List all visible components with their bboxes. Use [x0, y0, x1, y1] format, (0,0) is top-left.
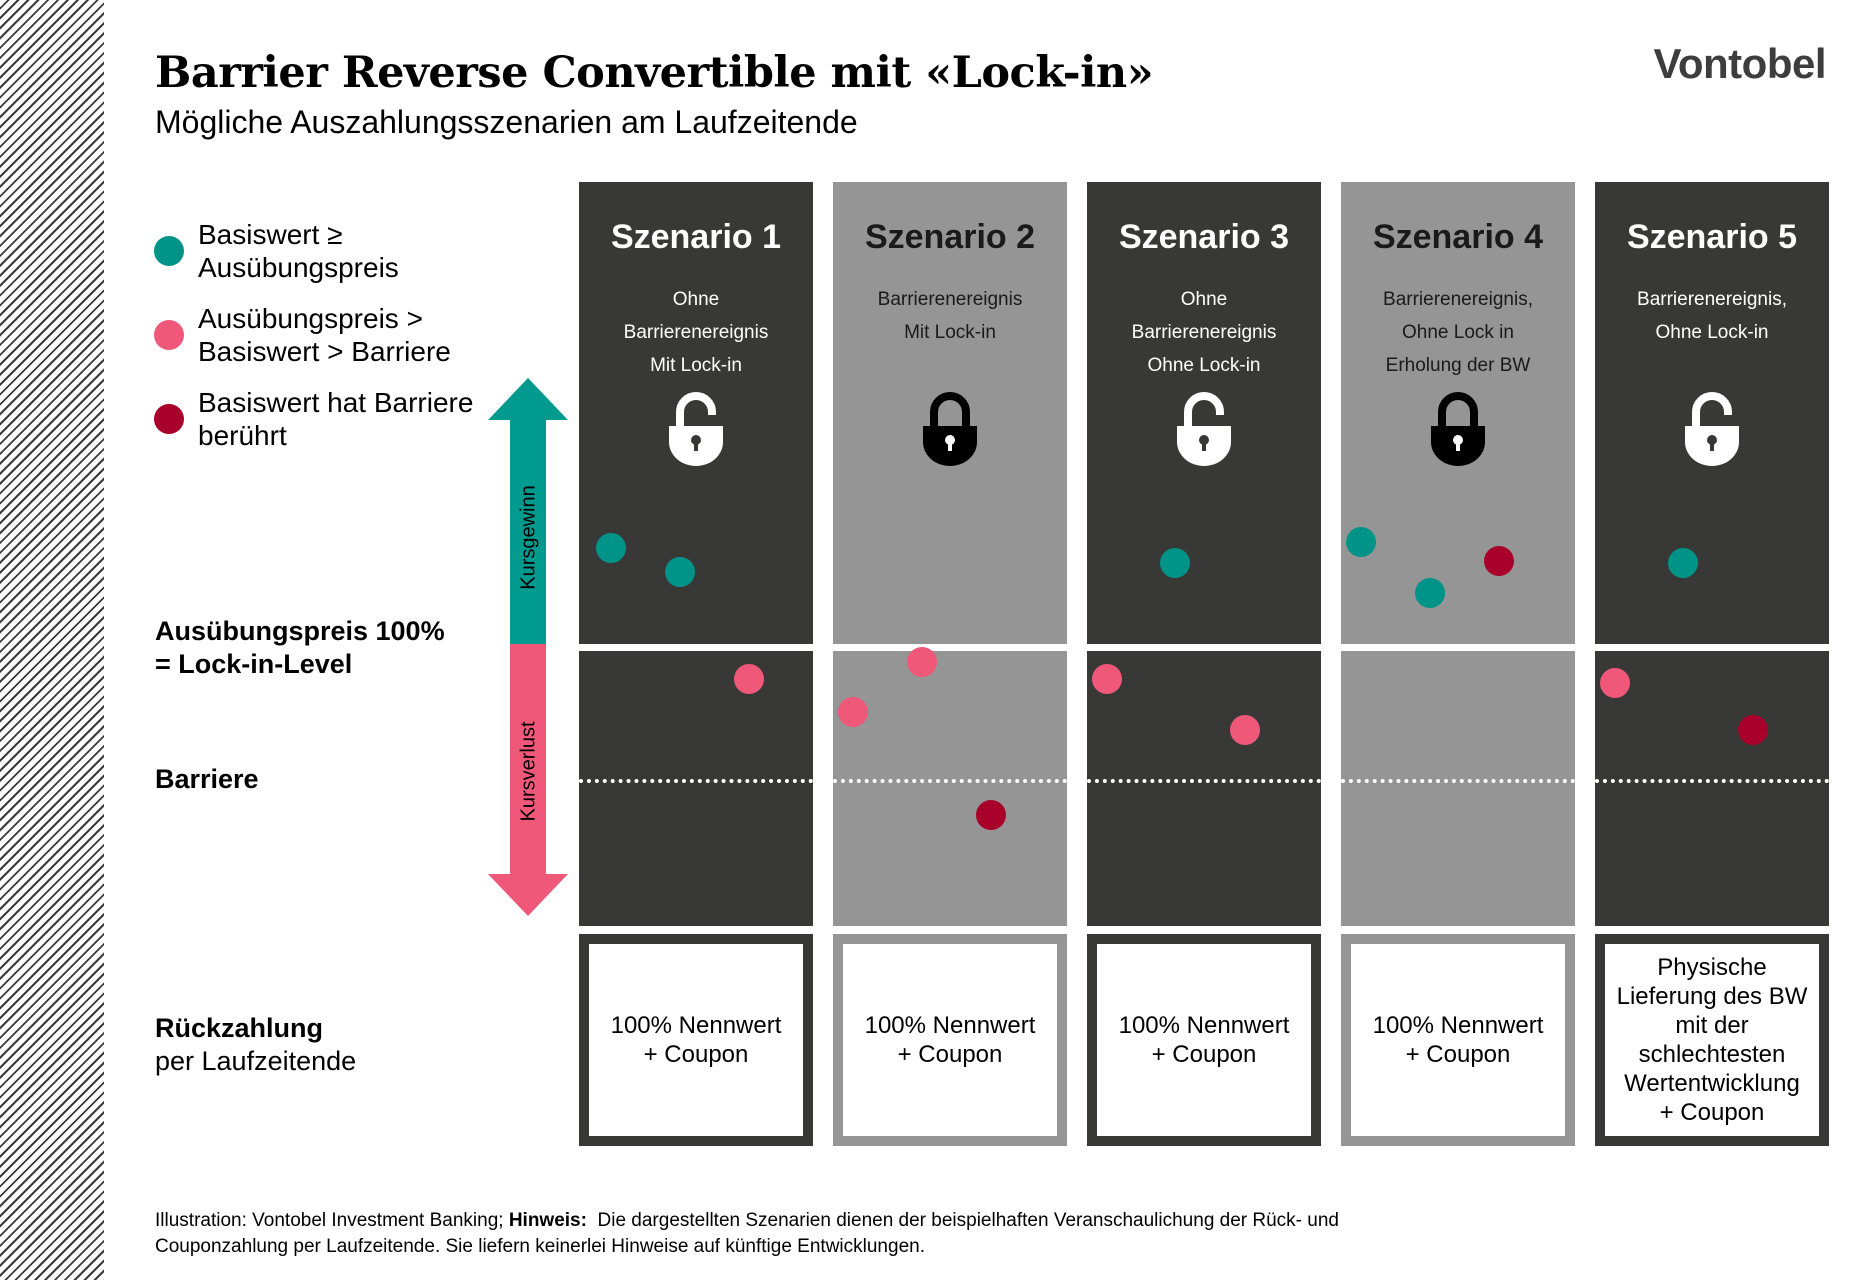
gain-label: Kursgewinn — [517, 485, 540, 590]
legend-dot-pink — [154, 320, 184, 350]
brand-logo: Vontobel — [1653, 40, 1826, 87]
page-title: Barrier Reverse Convertible mit «Lock-in… — [155, 48, 1154, 98]
payout-text: 100% Nennwert + Coupon — [589, 944, 803, 1136]
scenario-lower-panel — [579, 651, 813, 926]
footer-text-line1: Die dargestellten Szenarien dienen der b… — [586, 1210, 1340, 1231]
scenario-title: Szenario 3 — [1118, 218, 1290, 256]
scenario-description: Ohne Barrierenereignis Ohne Lock-in — [1131, 289, 1277, 376]
closed-lock-icon — [921, 390, 979, 471]
footer-prefix: Illustration: Vontobel Investment Bankin… — [155, 1210, 509, 1231]
scenario-dot-teal — [1668, 548, 1698, 578]
barrier-dotted-line — [1087, 779, 1321, 783]
scenario-dot-red — [1484, 546, 1514, 576]
scenario-dot-teal — [1346, 527, 1376, 557]
scenario-dot-pink — [907, 647, 937, 677]
payout-frame: 100% Nennwert + Coupon — [1341, 934, 1575, 1146]
legend-label: berührt — [198, 420, 287, 451]
payout-frame: 100% Nennwert + Coupon — [1087, 934, 1321, 1146]
scenario-dot-red — [1738, 715, 1768, 745]
repayment-label-bold: Rückzahlung — [155, 1013, 324, 1043]
scenario-title: Szenario 1 — [610, 218, 782, 256]
legend-item-above-strike: Basiswert ≥ Ausübungspreis — [154, 218, 498, 284]
barrier-dotted-line — [579, 779, 813, 783]
payout-text: 100% Nennwert + Coupon — [1351, 944, 1565, 1136]
barrier-dotted-line — [1341, 779, 1575, 783]
gain-loss-arrow: Kursgewinn Kursverlust — [488, 378, 568, 923]
scenario-dot-pink — [838, 697, 868, 727]
scenario-title: Szenario 4 — [1372, 218, 1544, 256]
strike-level-label: Ausübungspreis 100% = Lock-in-Level — [155, 615, 445, 681]
scenario-dot-teal — [665, 557, 695, 587]
payout-text: Physische Lieferung des BW mit der schle… — [1605, 944, 1819, 1136]
barrier-dotted-line — [833, 779, 1067, 783]
scenario-lower-panel — [1595, 651, 1829, 926]
legend-item-barrier-touched: Basiswert hat Barriere berührt — [154, 386, 498, 452]
barrier-label: Barriere — [155, 763, 259, 796]
legend-label: Ausübungspreis — [198, 252, 399, 283]
payout-frame: 100% Nennwert + Coupon — [579, 934, 813, 1146]
page-subtitle: Mögliche Auszahlungsszenarien am Laufzei… — [155, 104, 858, 140]
scenario-dot-pink — [1230, 715, 1260, 745]
scenario-dot-pink — [1092, 664, 1122, 694]
legend-dot-teal — [154, 236, 184, 266]
scenario-description: Barrierenereignis Mit Lock-in — [877, 289, 1023, 343]
scenario-dot-pink — [734, 664, 764, 694]
repayment-label-regular: per Laufzeitende — [155, 1046, 357, 1076]
scenario-upper-panel — [1341, 182, 1575, 644]
footer-note: Illustration: Vontobel Investment Bankin… — [155, 1208, 1655, 1260]
payout-frame: 100% Nennwert + Coupon — [833, 934, 1067, 1146]
scenario-upper-panel — [1087, 182, 1321, 644]
scenario-dot-teal — [596, 533, 626, 563]
legend-label: Ausübungspreis > — [198, 303, 423, 334]
scenario-title: Szenario 5 — [1626, 218, 1798, 256]
payout-frame: Physische Lieferung des BW mit der schle… — [1595, 934, 1829, 1146]
strike-label-line1: Ausübungspreis 100% — [155, 616, 445, 646]
legend-label: Basiswert hat Barriere — [198, 387, 474, 418]
double-arrow-icon — [488, 378, 568, 916]
scenario-description: Barrierenereignis, Ohne Lock-in — [1637, 289, 1787, 343]
scenario-upper-panel — [1595, 182, 1829, 644]
loss-label: Kursverlust — [517, 721, 540, 822]
barrier-dotted-line — [1595, 779, 1829, 783]
strike-label-line2: = Lock-in-Level — [155, 649, 353, 679]
repayment-label: Rückzahlung per Laufzeitende — [155, 1012, 356, 1078]
scenario-upper-panel — [833, 182, 1067, 644]
payout-text: 100% Nennwert + Coupon — [843, 944, 1057, 1136]
open-lock-icon — [667, 390, 725, 471]
scenario-description: Barrierenereignis, Ohne Lock in Erholung… — [1383, 289, 1533, 376]
footer-text-line2: Couponzahlung per Laufzeitende. Sie lief… — [155, 1236, 925, 1257]
scenario-dot-teal — [1160, 548, 1190, 578]
scenario-upper-panel — [579, 182, 813, 644]
scenario-lower-panel — [1087, 651, 1321, 926]
closed-lock-icon — [1429, 390, 1487, 471]
legend-item-between-strike-barrier: Ausübungspreis > Basiswert > Barriere — [154, 302, 498, 368]
scenario-description: Ohne Barrierenereignis Mit Lock-in — [623, 289, 769, 376]
scenario-lower-panel — [833, 651, 1067, 926]
hatched-side-decoration — [0, 0, 104, 1280]
open-lock-icon — [1683, 390, 1741, 471]
scenario-dot-teal — [1415, 578, 1445, 608]
scenario-dot-pink — [1600, 668, 1630, 698]
payout-text: 100% Nennwert + Coupon — [1097, 944, 1311, 1136]
footer-hint-label: Hinweis: — [508, 1210, 587, 1231]
legend-label: Basiswert > Barriere — [198, 336, 451, 367]
scenario-dot-red — [976, 800, 1006, 830]
open-lock-icon — [1175, 390, 1233, 471]
legend-label: Basiswert ≥ — [198, 219, 343, 250]
scenario-title: Szenario 2 — [864, 218, 1036, 256]
barrier-label-text: Barriere — [155, 764, 259, 794]
scenario-lower-panel — [1341, 651, 1575, 926]
legend-dot-red — [154, 404, 184, 434]
